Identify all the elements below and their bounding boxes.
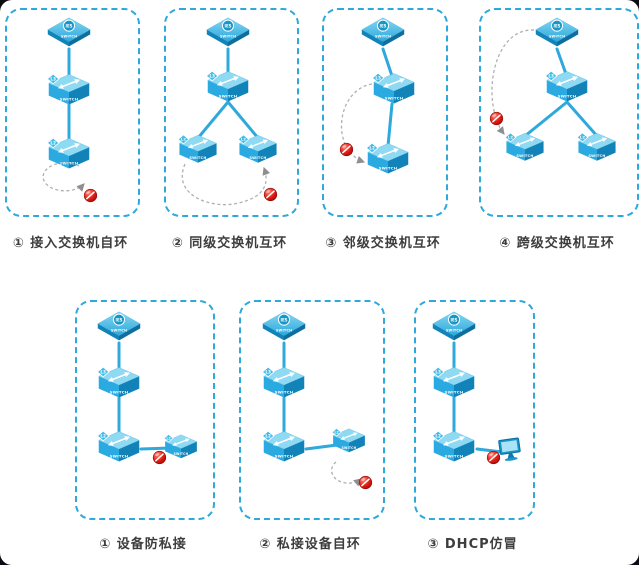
panel-peer-switch-loop [164, 8, 299, 217]
downlink-line [386, 102, 394, 148]
loop-ban-icon [263, 187, 278, 202]
self-loop-dashed-path [42, 162, 85, 192]
l2-switch-icon [97, 431, 139, 461]
l3-switch-icon [97, 367, 139, 397]
panel-adjacent-level-loop [322, 8, 448, 217]
caption-peer-switch-loop: ② 同级交换机互环 [171, 236, 288, 251]
panel-access-switch-self-loop [5, 8, 140, 217]
l2-switch-icon [262, 431, 304, 461]
loop-ban-icon [339, 142, 354, 157]
ies-switch-icon [97, 311, 141, 341]
l2-switch-icon-left [178, 135, 216, 163]
ies-switch-icon [361, 17, 405, 47]
topology-access-self-loop [42, 17, 98, 203]
ies-switch-icon [432, 311, 476, 341]
adjacent-loop-dashed-path [340, 83, 373, 164]
branch-line-left [196, 100, 230, 140]
ies-switch-icon [206, 17, 250, 47]
private-l2-switch-icon [164, 434, 197, 458]
block-ban-icon [152, 450, 167, 465]
l2-switch-icon-right [577, 133, 615, 161]
panel-private-device-self-loop [239, 300, 385, 520]
l3-switch-icon [206, 71, 248, 101]
caption-dhcp-spoofing: ③ DHCP仿冒 [427, 537, 518, 552]
pc-monitor-icon [498, 437, 522, 463]
caption-cross-level-loop: ④ 跨级交换机互环 [499, 236, 615, 251]
private-self-loop-dashed-path [330, 461, 362, 487]
caption-private-device-self-loop: ② 私接设备自环 [259, 537, 361, 552]
caption-private-connection-block: ① 设备防私接 [99, 537, 187, 552]
topology-private-connection-block [75, 311, 211, 465]
l3-switch-icon [545, 71, 587, 101]
l2-switch-icon [366, 143, 408, 173]
private-link-line [304, 443, 339, 451]
uplink-line [381, 47, 394, 78]
caption-adjacent-level-loop: ③ 邻级交换机互环 [325, 236, 441, 251]
ies-switch-icon [262, 311, 306, 341]
l3-switch-icon [47, 74, 89, 104]
uplink-line [555, 47, 568, 76]
branch-line-left [523, 100, 569, 138]
topology-peer-loop [164, 17, 278, 206]
l3-switch-icon [432, 367, 474, 397]
caption-access-switch-self-loop: ① 接入交换机自环 [12, 236, 129, 251]
topology-private-device-self-loop [239, 311, 373, 490]
branch-line-right [565, 100, 599, 138]
panel-dhcp-spoofing [414, 300, 535, 520]
loop-ban-icon [83, 188, 98, 203]
ies-switch-icon [47, 17, 91, 47]
l2-switch-icon [432, 431, 474, 461]
topology-adjacent-loop [339, 17, 444, 213]
peer-loop-dashed-path [181, 163, 271, 206]
topology-dhcp-spoofing [414, 311, 522, 465]
l2-switch-icon-right [238, 135, 276, 163]
l3-switch-icon [262, 367, 304, 397]
panel-private-connection-block [75, 300, 215, 520]
l2-switch-icon [47, 138, 89, 168]
loop-ban-icon [358, 475, 373, 490]
ies-switch-icon [535, 17, 579, 47]
block-ban-icon [486, 450, 501, 465]
topology-cross-level-loop [489, 17, 635, 213]
l3-switch-icon [372, 73, 414, 103]
panel-cross-level-loop [479, 8, 639, 217]
branch-line-right [226, 100, 260, 140]
private-l2-switch-icon [332, 428, 365, 452]
l2-switch-icon-left [505, 133, 543, 161]
rogue-link-line [475, 447, 504, 454]
loop-ban-icon [489, 111, 504, 126]
